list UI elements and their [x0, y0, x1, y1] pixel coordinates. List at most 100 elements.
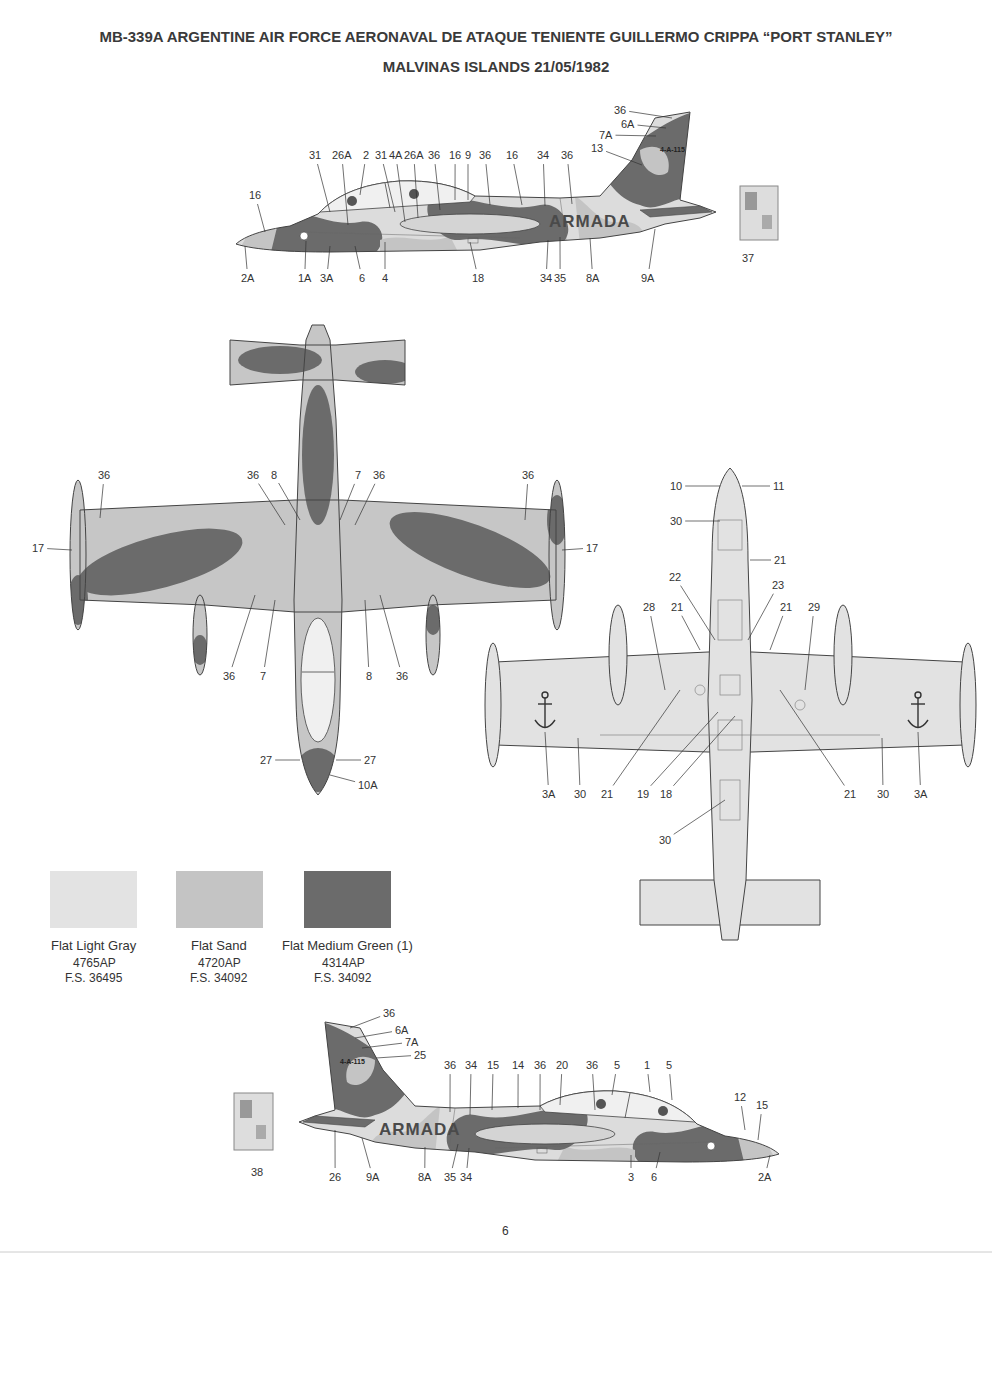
anchor-shank	[544, 698, 545, 728]
anchor-ring	[542, 692, 548, 698]
callout-number: 17	[32, 542, 44, 554]
callout-number: 38	[251, 1166, 263, 1178]
panel	[795, 700, 805, 710]
anchor-arms	[908, 720, 928, 728]
callout-number: 31	[309, 149, 321, 161]
callout-number: 10A	[358, 779, 378, 791]
callout-number: 30	[574, 788, 586, 800]
leader-line	[362, 1138, 370, 1168]
panel	[718, 600, 742, 640]
anchor-insignia	[535, 692, 928, 728]
callout-number: 18	[660, 788, 672, 800]
callout-number: 4720AP	[198, 957, 241, 970]
leader-line	[518, 1074, 519, 1108]
callout-number: 5	[666, 1059, 672, 1071]
callout-number: 22	[669, 571, 681, 583]
outline	[70, 325, 565, 795]
callout-number: 30	[877, 788, 889, 800]
leader-line	[656, 1152, 660, 1168]
leader-line	[651, 616, 665, 690]
leader-line	[455, 164, 456, 200]
callout-number: 27	[364, 754, 376, 766]
anchor-arms	[535, 720, 555, 728]
callout-number: 29	[808, 601, 820, 613]
callout-number: 34	[465, 1059, 477, 1071]
callout-number: 26A	[404, 149, 424, 161]
tip-tank	[960, 643, 976, 767]
leader-line	[748, 594, 773, 640]
bottom-plan-view	[485, 468, 976, 940]
callout-number: 13	[591, 142, 603, 154]
leader-line	[343, 164, 348, 225]
leader-line	[560, 237, 561, 269]
leader-line	[265, 600, 276, 667]
callout-number: 16	[249, 189, 261, 201]
callout-number: 36	[373, 469, 385, 481]
callout-number: 6	[651, 1171, 657, 1183]
callout-number: 21	[601, 788, 613, 800]
leader-line	[318, 164, 331, 212]
callout-number: 5	[614, 1059, 620, 1071]
callout-number: 8A	[586, 272, 599, 284]
leader-line	[452, 1144, 458, 1168]
callout-number: 27	[260, 754, 272, 766]
leader-line	[330, 775, 355, 782]
color-swatch	[176, 871, 263, 928]
callout-number: 7	[355, 469, 361, 481]
legend-text: Flat Sand	[191, 939, 247, 953]
leader-line	[593, 1074, 595, 1110]
leader-line	[631, 1155, 632, 1168]
callout-number: 9	[465, 149, 471, 161]
leader-line	[470, 1074, 472, 1115]
callout-number: 6	[359, 272, 365, 284]
leader-line	[350, 1017, 380, 1029]
aircraft-marking: 4-A-115	[660, 146, 685, 154]
leader-line	[383, 164, 395, 212]
callout-number: 36	[614, 104, 626, 116]
tip-tank	[485, 643, 501, 767]
callout-number: 36	[247, 469, 259, 481]
wing-tank	[834, 605, 852, 705]
leader-line	[545, 732, 548, 785]
callout-number: 1A	[298, 272, 311, 284]
leader-line	[882, 738, 884, 785]
callout-number: 31	[375, 149, 387, 161]
page-edge	[0, 1252, 992, 1253]
camo-green	[238, 346, 322, 374]
aircraft-marking: ARMADA	[549, 213, 631, 232]
leader-line	[305, 241, 306, 269]
panel	[720, 675, 740, 695]
wing-outline	[80, 500, 556, 612]
callout-number: 8	[271, 469, 277, 481]
leader-line	[232, 595, 255, 667]
leader-line	[568, 164, 572, 204]
leader-line	[770, 616, 783, 650]
anchor-ring	[915, 692, 921, 698]
leader-line	[470, 242, 476, 269]
camo-green	[71, 515, 249, 609]
leader-line	[540, 1074, 541, 1110]
callout-number: F.S. 36495	[65, 972, 122, 985]
leader-line	[336, 760, 361, 761]
panel	[720, 780, 740, 820]
leader-line	[355, 484, 375, 525]
leader-line	[435, 164, 440, 210]
leader-line	[685, 521, 720, 522]
callout-number: 2	[363, 149, 369, 161]
callout-number: 36	[396, 670, 408, 682]
aircraft-marking: 4-A-115	[340, 1058, 365, 1066]
leader-line	[578, 738, 580, 785]
leader-line	[758, 1114, 761, 1140]
leader-line	[918, 732, 920, 785]
camo-green	[296, 748, 340, 792]
tip-tank	[549, 480, 565, 630]
callout-number: 20	[556, 1059, 568, 1071]
callout-number: 26A	[332, 149, 352, 161]
callout-number: 2A	[241, 272, 254, 284]
wing-tank	[609, 605, 627, 705]
leader-line	[397, 164, 405, 222]
leader-line	[328, 246, 330, 269]
callout-number: 17	[586, 542, 598, 554]
